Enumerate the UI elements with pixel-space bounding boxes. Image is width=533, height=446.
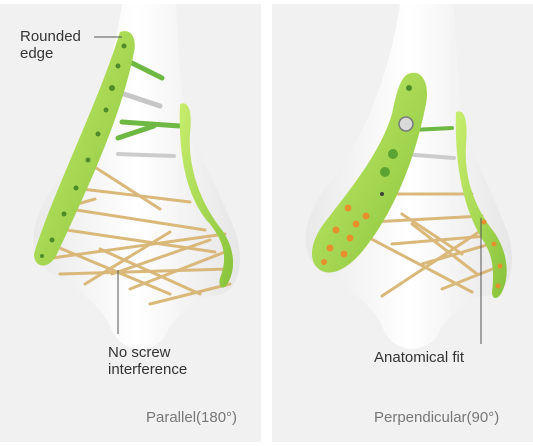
anatomical-fit-label: Anatomical fit [374,349,464,366]
perpendicular-panel: Anatomical fit Perpendicular(90°) [272,4,533,442]
parallel-caption: Parallel(180°) [146,409,237,426]
rounded-edge-label-line1: Rounded [20,28,81,45]
no-screw-interference-line1: No screw [108,344,187,361]
parallel-panel: Rounded edge No screw interference Paral… [0,4,261,442]
silver-screw [118,154,174,156]
rounded-edge-label-line2: edge [20,45,81,62]
no-screw-interference-label: No screw interference [108,344,187,378]
no-screw-interference-line2: interference [108,361,187,378]
rounded-edge-label: Rounded edge [20,28,81,62]
perpendicular-bone-illustration [272,4,533,442]
perpendicular-caption: Perpendicular(90°) [374,409,499,426]
